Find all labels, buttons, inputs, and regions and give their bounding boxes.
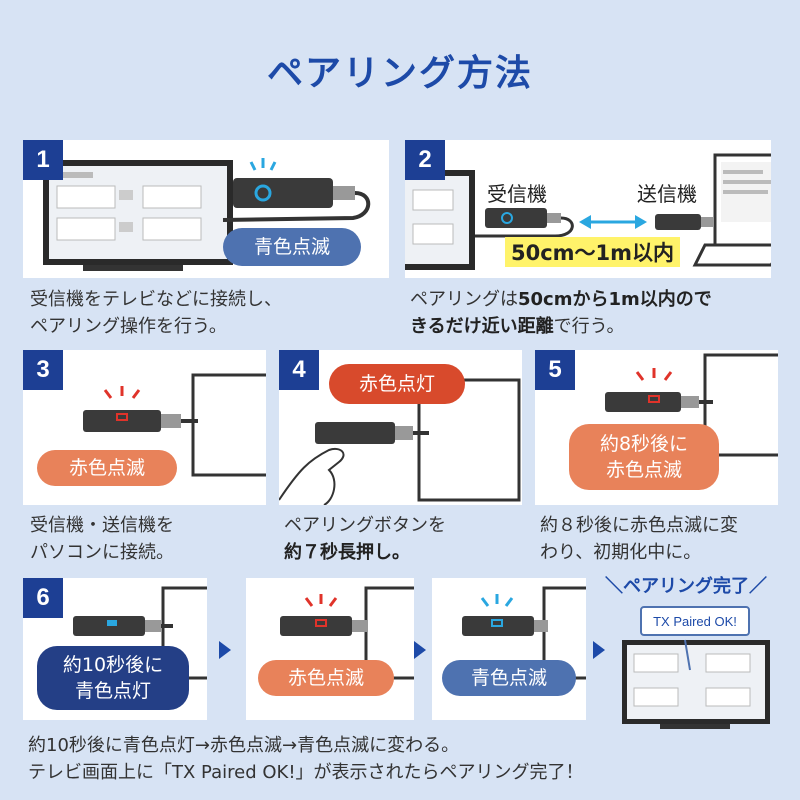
caption-text: ペアリングは (410, 289, 518, 310)
step-number: 1 (23, 140, 63, 180)
caption-line: ペアリングは50cmから1m以内ので (410, 286, 780, 313)
bubble-line: 青色点灯 (74, 680, 151, 702)
caption-line: わり、初期化中に。 (540, 542, 702, 563)
step-3-panel: 3 赤色点滅 (23, 350, 266, 505)
step-1-panel: 1 青色点滅 (23, 140, 389, 278)
caption-emphasis: 約７秒長押し。 (284, 542, 410, 563)
caption-line: 約７秒長押し。 (284, 539, 524, 566)
caption-line: 約10秒後に青色点灯→赤色点滅→青色点滅に変わる。 (28, 735, 460, 756)
receiver-label: 受信機 (487, 182, 547, 206)
step-4-caption: ペアリングボタンを 約７秒長押し。 (284, 512, 524, 566)
step-5-panel: 5 約8秒後に 赤色点滅 (535, 350, 778, 505)
step-2-illustration (405, 153, 771, 270)
pairing-complete-label: ＼ペアリング完了／ (605, 576, 767, 597)
step-6-panel-a: 6 約10秒後に 青色点灯 (23, 578, 207, 720)
caption-line: パソコンに接続。 (30, 542, 174, 563)
led-status-bubble: 青色点滅 (223, 228, 361, 266)
bubble-line: 約8秒後に (599, 433, 689, 455)
caption-line: きるだけ近い距離で行う。 (410, 313, 780, 340)
caption-line: 受信機をテレビなどに接続し、 (30, 289, 282, 310)
led-status-bubble: 約10秒後に 青色点灯 (37, 646, 189, 710)
caption-line: ペアリングボタンを (284, 515, 446, 536)
step-number: 5 (535, 350, 575, 390)
step-1-caption: 受信機をテレビなどに接続し、 ペアリング操作を行う。 (30, 286, 390, 340)
step-1-illustration (43, 158, 371, 271)
bubble-line: 約10秒後に (62, 654, 164, 676)
step-6-panel-c: 青色点滅 (432, 578, 586, 720)
step-number: 4 (279, 350, 319, 390)
led-status-bubble: 赤色点滅 (258, 660, 394, 696)
caption-line: ペアリング操作を行う。 (30, 316, 227, 337)
caption-line: 受信機・送信機を (30, 515, 174, 536)
step-number: 3 (23, 350, 63, 390)
step-3-illustration (83, 373, 266, 477)
step-5-caption: 約８秒後に赤色点滅に変 わり、初期化中に。 (540, 512, 790, 566)
step-2-panel: 2 受信機 送信機 50cm～1m以内 (405, 140, 771, 278)
next-arrow-icon (593, 641, 605, 659)
led-status-bubble: 約8秒後に 赤色点滅 (569, 424, 719, 490)
tx-paired-message: TX Paired OK! (640, 606, 750, 636)
next-arrow-icon (414, 641, 426, 659)
step-2-caption: ペアリングは50cmから1m以内ので きるだけ近い距離で行う。 (410, 286, 780, 340)
step-number: 2 (405, 140, 445, 180)
page-title: ペアリング方法 (266, 53, 533, 94)
distance-label: 50cm～1m以内 (505, 237, 681, 267)
caption-emphasis: きるだけ近い距離 (410, 316, 554, 337)
caption-line: 約８秒後に赤色点滅に変 (540, 515, 738, 536)
caption-emphasis: 50cmから1m以内ので (518, 289, 712, 310)
step-3-caption: 受信機・送信機を パソコンに接続。 (30, 512, 270, 566)
step-4-panel: 4 赤色点灯 (279, 350, 522, 505)
step-6b-illustration (280, 586, 414, 680)
caption-line: テレビ画面上に「TX Paired OK!」が表示されたらペアリング完了！ (28, 762, 584, 783)
bubble-line: 赤色点滅 (605, 459, 682, 481)
next-arrow-icon (219, 641, 231, 659)
step-number: 6 (23, 578, 63, 618)
step-6-panel-b: 赤色点滅 (246, 578, 414, 720)
step-4-illustration (279, 378, 521, 505)
caption-text: で行う。 (553, 316, 625, 337)
led-status-bubble: 赤色点滅 (37, 450, 177, 486)
step-6c-illustration (462, 586, 586, 680)
step-5-illustration (605, 353, 778, 457)
led-status-bubble: 青色点滅 (442, 660, 576, 696)
step-6-caption: 約10秒後に青色点灯→赤色点滅→青色点滅に変わる。 テレビ画面上に「TX Pai… (28, 732, 788, 786)
transmitter-label: 送信機 (637, 182, 697, 206)
led-status-bubble: 赤色点灯 (329, 364, 465, 404)
